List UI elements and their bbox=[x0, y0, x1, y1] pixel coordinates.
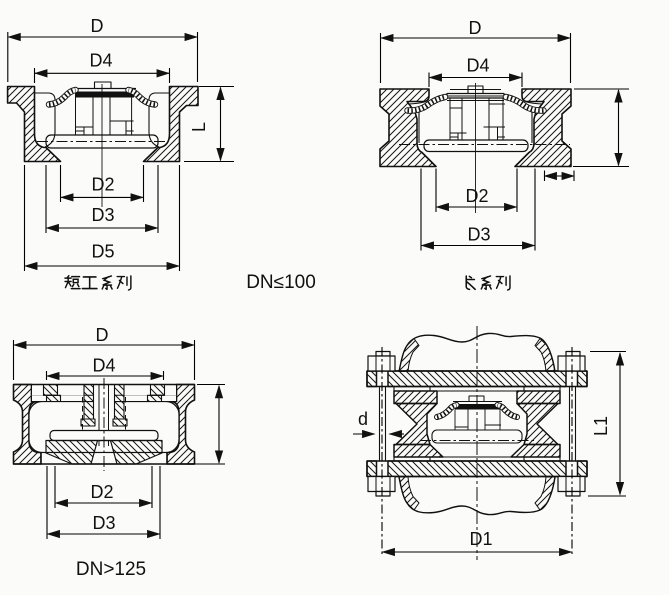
svg-text:D3: D3 bbox=[91, 205, 114, 225]
svg-text:D4: D4 bbox=[466, 56, 489, 76]
svg-text:D2: D2 bbox=[91, 175, 114, 195]
svg-text:L: L bbox=[189, 122, 209, 132]
svg-text:D2: D2 bbox=[465, 186, 488, 206]
svg-text:D4: D4 bbox=[89, 51, 112, 71]
svg-text:d: d bbox=[358, 409, 368, 429]
svg-text:D1: D1 bbox=[469, 529, 492, 549]
svg-text:DN>125: DN>125 bbox=[76, 559, 146, 580]
svg-text:D3: D3 bbox=[92, 513, 115, 533]
svg-text:D: D bbox=[469, 18, 482, 38]
svg-text:D3: D3 bbox=[467, 225, 490, 245]
svg-text:D: D bbox=[91, 16, 104, 36]
svg-text:D2: D2 bbox=[90, 482, 113, 502]
svg-text:D4: D4 bbox=[92, 356, 115, 376]
svg-text:DN≤100: DN≤100 bbox=[246, 272, 316, 293]
svg-text:D5: D5 bbox=[91, 242, 114, 262]
svg-text:D: D bbox=[96, 325, 109, 345]
svg-text:L1: L1 bbox=[591, 416, 611, 436]
